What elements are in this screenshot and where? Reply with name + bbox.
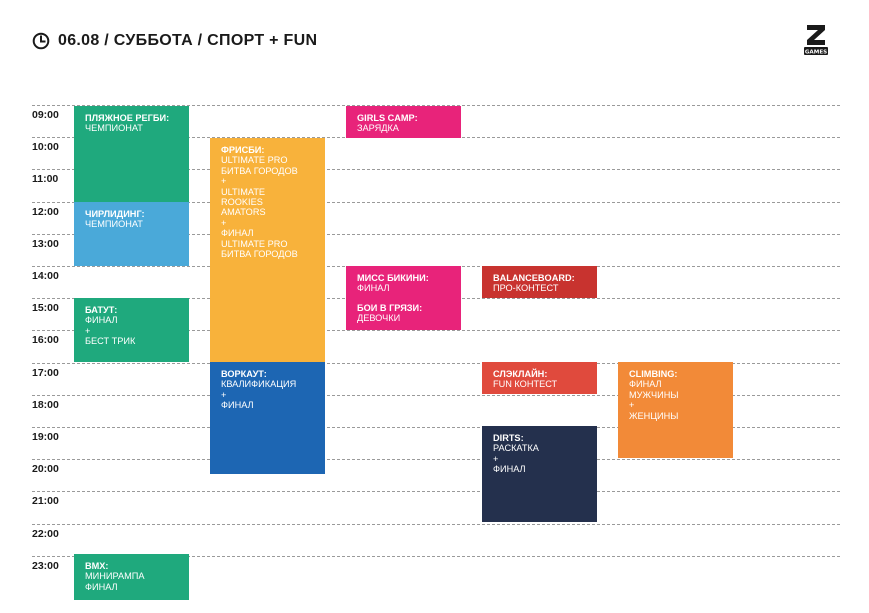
- event-title: BMX:: [85, 561, 109, 571]
- hour-line: [32, 330, 840, 332]
- event-line: ЖЕНЦИНЫ: [629, 410, 679, 421]
- time-label: 20:00: [32, 463, 59, 476]
- event-title: МИСС БИКИНИ:: [357, 273, 429, 283]
- time-label: 19:00: [32, 431, 59, 443]
- event-line: БИТВА ГОРОДОВ: [221, 165, 298, 176]
- event-line: +: [629, 400, 635, 411]
- event-line: ROOKIES: [221, 197, 263, 208]
- event-line: МУЖЧИНЫ: [629, 389, 679, 400]
- hour-line: [32, 362, 840, 364]
- time-label: 10:00: [32, 141, 59, 154]
- time-label: 23:00: [32, 559, 59, 572]
- hour-line: [32, 459, 840, 461]
- hour-line: [32, 555, 840, 557]
- event-line: ДЕВОЧКИ: [357, 313, 401, 324]
- event-line: +: [493, 453, 499, 464]
- hour-line: [32, 427, 840, 428]
- event-line: ULTIMATE: [221, 186, 266, 197]
- event-line: БИТВА ГОРОДОВ: [221, 249, 298, 260]
- hour-line: [32, 491, 840, 493]
- event-line: ФИНАЛ: [85, 581, 118, 592]
- event-girls-camp[interactable]: GIRLS CAMP:ЗАРЯДКА: [346, 106, 461, 138]
- event-line: ФИНАЛ: [357, 283, 390, 294]
- event-title: БАТУТ:: [85, 305, 118, 315]
- hour-line: [32, 201, 840, 203]
- hour-line: [32, 105, 840, 106]
- event-miss-bikini[interactable]: МИСС БИКИНИ:ФИНАЛ БОИ В ГРЯЗИ:ДЕВОЧКИ: [346, 266, 461, 330]
- hour-line: [32, 523, 840, 525]
- event-line: БЕСТ ТРИК: [85, 336, 136, 347]
- time-label: 15:00: [32, 302, 59, 315]
- svg-text:GAMES: GAMES: [805, 50, 827, 56]
- event-title: DIRTS:: [493, 433, 524, 443]
- event-trampoline[interactable]: БАТУТ:ФИНАЛ+БЕСТ ТРИК: [74, 298, 189, 362]
- event-title: ЧИРЛИДИНГ:: [85, 209, 145, 219]
- event-title: ФРИСБИ:: [221, 145, 265, 155]
- hour-line: [32, 169, 840, 171]
- event-line: ЗАРЯДКА: [357, 123, 399, 134]
- event-workout[interactable]: ВОРКАУТ:КВАЛИФИКАЦИЯ+ФИНАЛ: [210, 362, 325, 474]
- event-line: МИНИРАМПА: [85, 571, 145, 582]
- event-beach-rugby[interactable]: ПЛЯЖНОЕ РЕГБИ:ЧЕМПИОНАТ: [74, 106, 189, 202]
- time-label: 14:00: [32, 270, 59, 282]
- event-title: ВОРКАУТ:: [221, 369, 267, 379]
- event-title: BALANCEBOARD:: [493, 273, 575, 283]
- hour-line: [32, 394, 840, 396]
- time-label: 17:00: [32, 366, 59, 379]
- event-line: ЧЕМПИОНАТ: [85, 123, 143, 134]
- page-header: 06.08 / СУББОТА / СПОРТ + FUN: [32, 30, 317, 52]
- event-line: ФИНАЛ: [629, 379, 662, 390]
- time-label: 12:00: [32, 205, 59, 218]
- time-label: 11:00: [32, 173, 59, 186]
- event-balanceboard[interactable]: BALANCEBOARD:ПРО-КОНТЕСТ: [482, 266, 597, 298]
- event-line: ЧЕМПИОНАТ: [85, 219, 143, 230]
- event-title: ПЛЯЖНОЕ РЕГБИ:: [85, 113, 170, 123]
- event-line: КВАЛИФИКАЦИЯ: [221, 379, 297, 390]
- event-line: ULTIMATE PRO: [221, 238, 288, 249]
- event-slackline[interactable]: СЛЭКЛАЙН:FUN КОНТЕСТ: [482, 362, 597, 394]
- time-label: 13:00: [32, 237, 59, 250]
- time-label: 18:00: [32, 398, 59, 411]
- event-line: РАСКАТКА: [493, 443, 539, 454]
- event-line: ФИНАЛ: [85, 315, 118, 326]
- event-dirts[interactable]: DIRTS:РАСКАТКА+ФИНАЛ: [482, 426, 597, 522]
- event-line: FUN КОНТЕСТ: [493, 379, 558, 390]
- event-line: ФИНАЛ: [493, 464, 526, 475]
- event-line: ФИНАЛ: [221, 400, 254, 411]
- event-line: +: [221, 176, 227, 187]
- time-label: 21:00: [32, 495, 59, 508]
- event-line: +: [221, 389, 227, 400]
- event-title: СЛЭКЛАЙН:: [493, 369, 548, 379]
- event-line: ФИНАЛ: [221, 228, 254, 239]
- clock-icon: [32, 32, 50, 50]
- event-line: +: [85, 325, 91, 336]
- z-games-logo: GAMES: [803, 22, 829, 58]
- event-line: +: [221, 217, 227, 228]
- event-title: БОИ В ГРЯЗИ:: [357, 302, 423, 313]
- event-line: ULTIMATE PRO: [221, 155, 288, 166]
- time-label: 09:00: [32, 109, 59, 121]
- page-title: 06.08 / СУББОТА / СПОРТ + FUN: [58, 32, 318, 49]
- event-line: AMATORS: [221, 207, 266, 218]
- hour-line: [32, 233, 840, 235]
- event-cheerleading[interactable]: ЧИРЛИДИНГ:ЧЕМПИОНАТ: [74, 202, 189, 266]
- event-title: GIRLS CAMP:: [357, 113, 418, 123]
- event-title: CLIMBING:: [629, 369, 678, 379]
- event-line: ПРО-КОНТЕСТ: [493, 283, 559, 294]
- time-label: 22:00: [32, 527, 59, 540]
- time-label: 16:00: [32, 334, 59, 347]
